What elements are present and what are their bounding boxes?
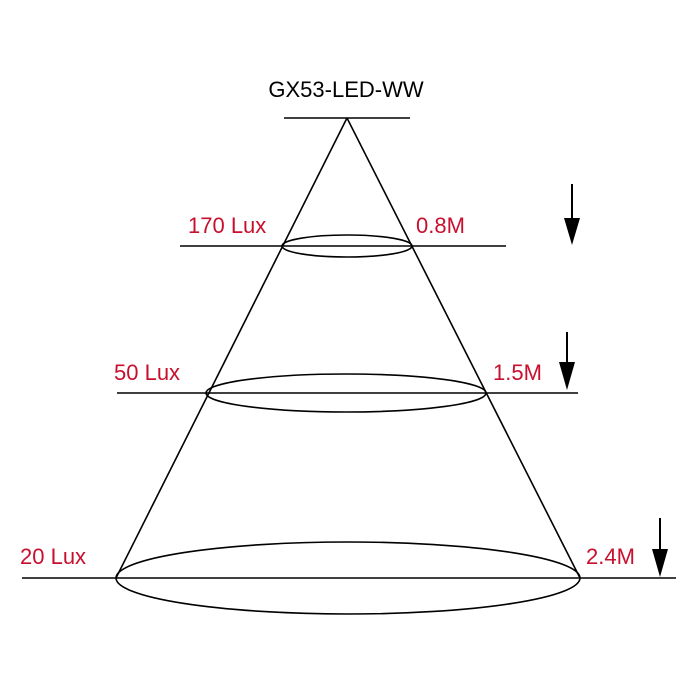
distance-label-1: 0.8M: [416, 213, 465, 238]
down-arrow-icon: [559, 332, 575, 390]
lux-label-1: 170 Lux: [188, 213, 266, 238]
lux-label-3: 20 Lux: [20, 544, 86, 569]
product-title: GX53-LED-WW: [268, 77, 423, 102]
beam-ellipse-2: [205, 373, 487, 413]
beam-ellipse-1: [281, 234, 413, 258]
cone-right-edge: [346, 117, 581, 579]
beam-ellipse-3: [115, 541, 581, 615]
down-arrow-icon: [564, 184, 580, 245]
cone-left-edge: [115, 117, 348, 579]
lux-label-2: 50 Lux: [114, 360, 180, 385]
down-arrow-icon: [652, 518, 668, 577]
distance-label-2: 1.5M: [493, 360, 542, 385]
distance-label-3: 2.4M: [586, 544, 635, 569]
